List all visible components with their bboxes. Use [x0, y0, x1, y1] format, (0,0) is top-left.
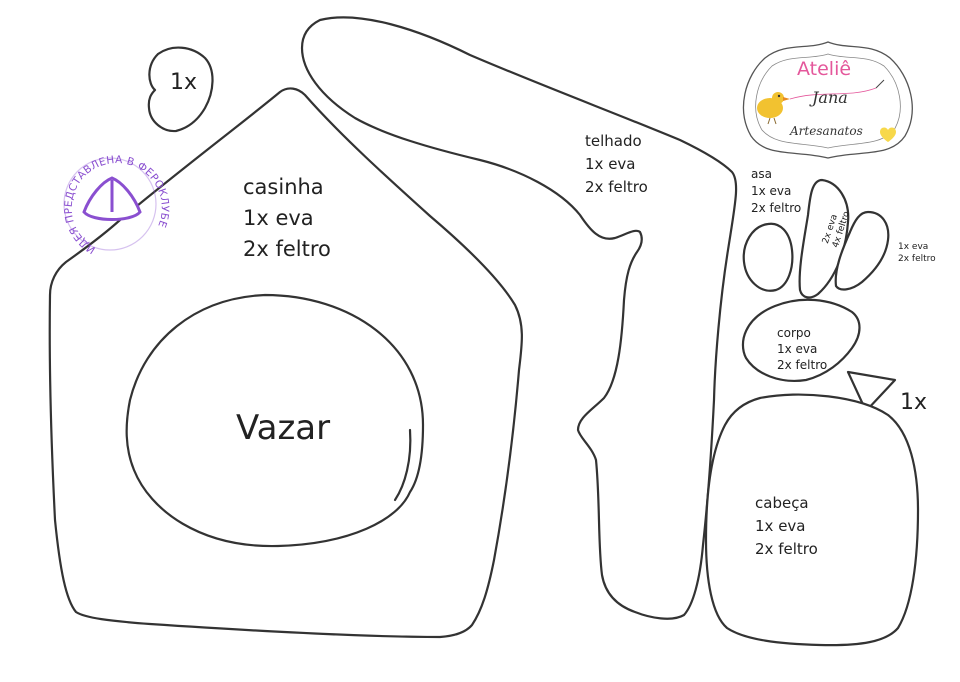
- corpo-line1: 1x eva: [777, 342, 818, 356]
- small-heart-piece: [147, 46, 214, 133]
- needle-icon: [875, 79, 885, 89]
- beak-label: 1x: [900, 390, 928, 415]
- casinha-line1: 1x eva: [243, 206, 314, 230]
- cabeca-title: cabeça: [755, 494, 809, 512]
- teardrop-line1: 1x eva: [898, 242, 929, 252]
- asa-leaf-piece: [798, 178, 850, 299]
- bird-icon: [757, 92, 790, 125]
- cabeca-piece: [704, 393, 920, 647]
- telhado-line1: 1x eva: [585, 155, 636, 173]
- cabeca-line1: 1x eva: [755, 517, 806, 535]
- casinha-title: casinha: [243, 175, 324, 199]
- teardrop-line2: 2x feltro: [898, 254, 936, 264]
- corpo-title: corpo: [777, 326, 811, 340]
- small-heart-label: 1x: [170, 70, 198, 95]
- vazar-hole-inner-edge: [393, 428, 412, 502]
- asa-title: asa: [751, 167, 772, 181]
- beak-piece: [846, 370, 897, 413]
- corpo-piece: [741, 298, 861, 382]
- asa-line2: 2x feltro: [751, 201, 802, 215]
- casinha-line2: 2x feltro: [243, 237, 331, 261]
- telhado-line2: 2x feltro: [585, 178, 648, 196]
- asa-line1: 1x eva: [751, 184, 792, 198]
- asa-oval-piece: [742, 222, 794, 292]
- heart-icon: [880, 127, 896, 142]
- vazar-hole: [125, 293, 425, 548]
- asa-teardrop-piece: [834, 210, 890, 291]
- telhado-title: telhado: [585, 132, 642, 150]
- corpo-line2: 2x feltro: [777, 358, 828, 372]
- vazar-label: Vazar: [236, 408, 331, 448]
- logo-name: Jana: [812, 88, 848, 107]
- cabeca-line2: 2x feltro: [755, 540, 818, 558]
- logo-subtitle: Artesanatos: [790, 124, 863, 138]
- telhado-piece: [300, 16, 738, 620]
- logo-brand: Ateliê: [797, 58, 852, 80]
- logo-plaque: [742, 41, 913, 159]
